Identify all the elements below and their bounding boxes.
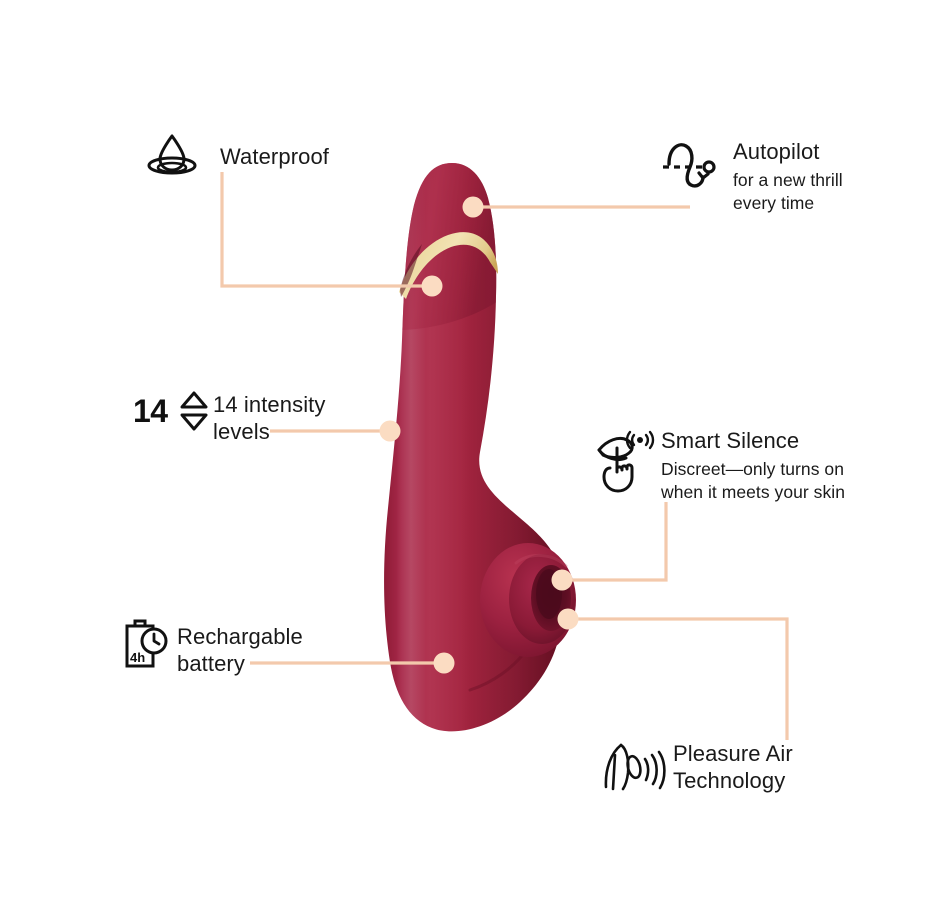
feature-autopilot-text: Autopilot for a new thrill every time: [733, 139, 843, 216]
feature-smart-silence-subtitle-line1: Discreet—only turns on: [661, 458, 844, 479]
feature-pleasure-air-title-line1: Pleasure Air: [673, 741, 793, 766]
dot-battery: [433, 652, 455, 674]
feature-smart-silence-subtitle-line2: when it meets your skin: [661, 482, 846, 503]
feature-battery-title-line1: Rechargable: [177, 624, 303, 649]
dot-waterproof: [421, 275, 443, 297]
autopilot-curve-icon: [663, 143, 716, 188]
dot-pleasure-air: [557, 608, 579, 630]
feature-smart-silence-title: Smart Silence: [661, 428, 800, 453]
feature-waterproof-title: Waterproof: [220, 144, 330, 169]
connector-smart-silence: [564, 502, 668, 582]
connector-waterproof: [220, 172, 430, 288]
feature-battery-text: Rechargable battery: [177, 624, 303, 678]
dot-autopilot: [462, 196, 484, 218]
battery-hours-label: 4h: [130, 650, 145, 665]
feature-battery-title-line2: battery: [177, 650, 245, 676]
feature-intensity-title-line1: 14 intensity: [213, 392, 326, 417]
feature-pleasure-air-text: Pleasure Air Technology: [673, 741, 793, 795]
feature-autopilot-title: Autopilot: [733, 139, 820, 164]
feature-intensity-text: 14 intensity levels: [213, 392, 326, 446]
feature-autopilot-subtitle-line2: every time: [733, 193, 815, 214]
hand-touch-signal-icon: [597, 430, 655, 493]
dot-smart-silence: [551, 569, 573, 591]
connector-pleasure-air: [570, 617, 789, 740]
feature-waterproof-text: Waterproof: [220, 144, 329, 171]
feature-intensity-title-line2: levels: [213, 418, 270, 444]
pleasure-air-waves-icon: [604, 743, 666, 791]
intensity-badge-number: 14: [133, 393, 168, 429]
feature-smart-silence-text: Smart Silence Discreet—only turns on whe…: [661, 428, 845, 505]
up-down-triangles-icon: [180, 391, 208, 431]
feature-pleasure-air-title-line2: Technology: [673, 767, 786, 793]
dot-intensity: [379, 420, 401, 442]
battery-clock-icon: 4h: [125, 619, 168, 668]
feature-autopilot-subtitle-line1: for a new thrill: [733, 169, 843, 190]
water-drop-icon: [147, 134, 197, 175]
